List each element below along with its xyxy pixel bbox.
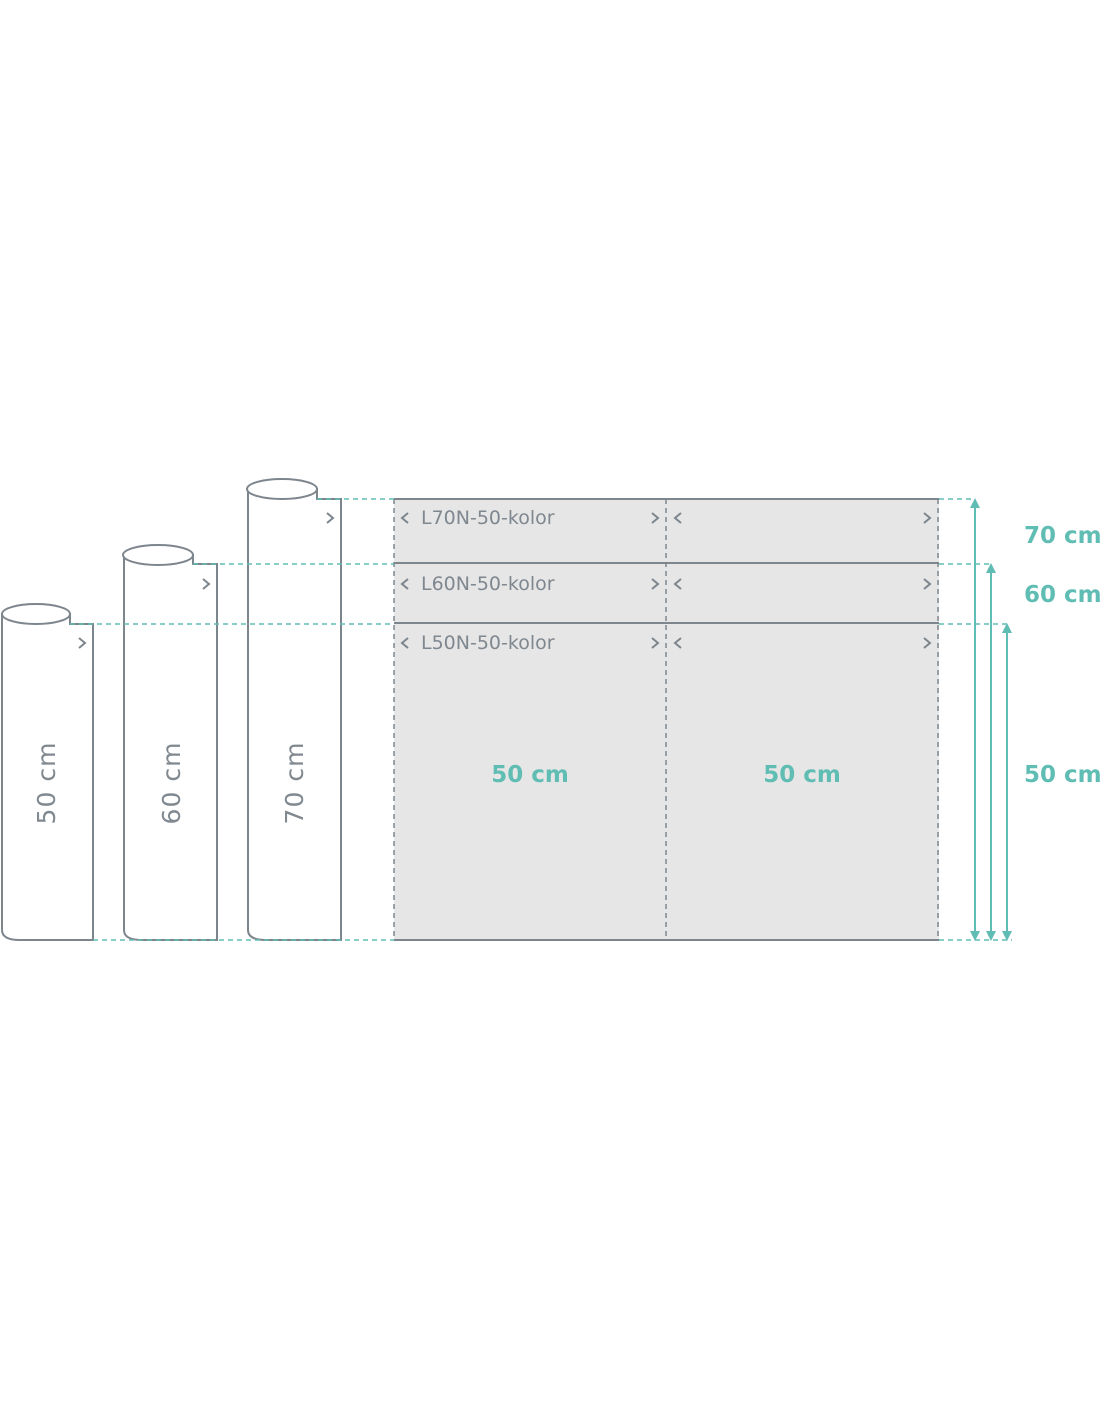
chevron-left-icon bbox=[673, 637, 682, 649]
dimension-arrow-70 bbox=[970, 498, 980, 941]
roll-50-label: 50 cm bbox=[32, 742, 61, 825]
strip-label-60: L60N-50-kolor bbox=[421, 573, 555, 595]
chevron-right-icon bbox=[651, 637, 660, 649]
arrow-up-icon bbox=[970, 498, 980, 508]
chevron-left-icon bbox=[400, 637, 409, 649]
chevron-right-icon bbox=[923, 512, 932, 524]
chevron-left-icon bbox=[400, 578, 409, 590]
roll-60-body bbox=[123, 554, 218, 941]
chevron-right-icon bbox=[923, 637, 932, 649]
arrow-up-icon bbox=[1002, 623, 1012, 633]
roll-70-top bbox=[246, 478, 318, 500]
chevron-left-icon bbox=[673, 512, 682, 524]
panel-width-label-right: 50 cm bbox=[763, 762, 841, 788]
arrow-down-icon bbox=[986, 931, 996, 941]
strip-label-70: L70N-50-kolor bbox=[421, 507, 555, 529]
roll-60-label: 60 cm bbox=[157, 742, 186, 825]
chevron-right-icon bbox=[326, 512, 335, 524]
roll-50-body bbox=[1, 613, 94, 941]
arrow-up-icon bbox=[986, 563, 996, 573]
chevron-right-icon bbox=[651, 578, 660, 590]
strip-label-50: L50N-50-kolor bbox=[421, 632, 555, 654]
panel-width-label-left: 50 cm bbox=[491, 762, 569, 788]
dimension-label-50: 50 cm bbox=[1024, 762, 1100, 788]
dimension-arrow-50 bbox=[1002, 623, 1012, 941]
dimension-arrow-60 bbox=[986, 563, 996, 941]
dimension-label-70: 70 cm bbox=[1024, 523, 1100, 549]
arrow-down-icon bbox=[970, 931, 980, 941]
chevron-right-icon bbox=[923, 578, 932, 590]
roll-70-label: 70 cm bbox=[280, 742, 309, 825]
roll-60: 60 cm bbox=[122, 544, 218, 941]
chevron-right-icon bbox=[651, 512, 660, 524]
arrow-down-icon bbox=[1002, 931, 1012, 941]
chevron-right-icon bbox=[78, 637, 87, 649]
chevron-right-icon bbox=[202, 578, 211, 590]
strip-chevrons bbox=[400, 512, 932, 649]
roll-70-body bbox=[247, 488, 342, 941]
chevron-left-icon bbox=[673, 578, 682, 590]
chevron-left-icon bbox=[400, 512, 409, 524]
roll-60-top bbox=[122, 544, 194, 566]
roll-70: 70 cm bbox=[246, 478, 342, 941]
roll-50-top bbox=[1, 603, 71, 625]
roll-50: 50 cm bbox=[1, 603, 94, 941]
dimension-label-60: 60 cm bbox=[1024, 582, 1100, 608]
